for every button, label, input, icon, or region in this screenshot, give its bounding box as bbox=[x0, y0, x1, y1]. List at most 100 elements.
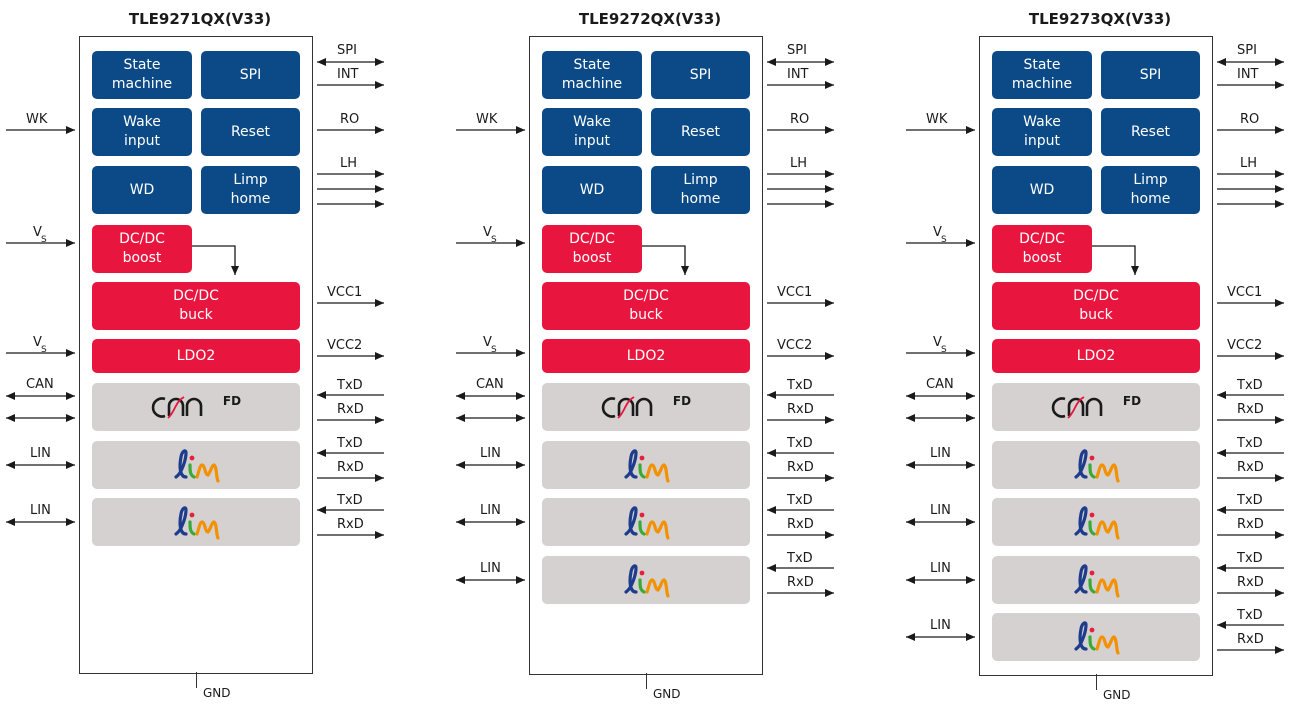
lin-logo-icon bbox=[174, 506, 220, 540]
rxd-label: RxD bbox=[1237, 517, 1264, 532]
rxd-label: RxD bbox=[337, 517, 364, 532]
rxd-label: RxD bbox=[787, 517, 814, 532]
spi-block: SPI bbox=[1101, 51, 1200, 99]
lh-label: LH bbox=[790, 156, 808, 171]
can-fd-block: FD bbox=[92, 383, 300, 431]
rxd-label: RxD bbox=[1237, 632, 1264, 647]
limp-home-block: Limp home bbox=[651, 166, 750, 214]
chip-title: TLE9273QX(V33) bbox=[1028, 10, 1172, 28]
can-fd-block: FD bbox=[992, 383, 1200, 431]
vs-label: V bbox=[483, 335, 492, 350]
lin-block bbox=[992, 556, 1200, 604]
limp-home-block: Limp home bbox=[201, 166, 300, 214]
chip-title: TLE9272QX(V33) bbox=[578, 10, 722, 28]
lin-label: LIN bbox=[480, 503, 501, 518]
rxd-label: RxD bbox=[337, 460, 364, 475]
vs-label: V bbox=[933, 335, 942, 350]
ro-label: RO bbox=[340, 112, 360, 127]
txd-label: TxD bbox=[787, 493, 813, 508]
dcdc-boost-block: DC/DC boost bbox=[542, 225, 642, 273]
spi-label: SPI bbox=[787, 43, 807, 58]
lin-label: LIN bbox=[930, 618, 951, 633]
txd-label: TxD bbox=[337, 436, 363, 451]
rxd-label: RxD bbox=[1237, 402, 1264, 417]
vcc2-label: VCC2 bbox=[327, 338, 363, 353]
state-machine-block: State machine bbox=[992, 51, 1092, 99]
dcdc-boost-block: DC/DC boost bbox=[92, 225, 192, 273]
can-logo-icon bbox=[1051, 396, 1103, 419]
ro-label: RO bbox=[790, 112, 810, 127]
rxd-label: RxD bbox=[787, 402, 814, 417]
vcc2-label: VCC2 bbox=[777, 338, 813, 353]
lin-label: LIN bbox=[930, 561, 951, 576]
lin-label: LIN bbox=[480, 446, 501, 461]
dcdc-buck-block: DC/DC buck bbox=[92, 282, 300, 330]
lin-block bbox=[542, 498, 750, 546]
vs-label: V bbox=[933, 225, 942, 240]
vs-label: V bbox=[33, 225, 42, 240]
signal-arrows bbox=[906, 58, 1284, 654]
txd-label: TxD bbox=[337, 493, 363, 508]
txd-label: TxD bbox=[787, 436, 813, 451]
rxd-label: RxD bbox=[787, 460, 814, 475]
vs-subscript: S bbox=[941, 235, 947, 245]
lin-label: LIN bbox=[30, 503, 51, 518]
rxd-label: RxD bbox=[787, 575, 814, 590]
spi-label: SPI bbox=[337, 43, 357, 58]
lin-block bbox=[992, 498, 1200, 546]
spi-label: SPI bbox=[1237, 43, 1257, 58]
gnd-label: GND bbox=[203, 686, 231, 700]
wd-block: WD bbox=[542, 166, 642, 214]
lin-label: LIN bbox=[480, 561, 501, 576]
can-fd-logo: FD bbox=[151, 392, 241, 422]
txd-label: TxD bbox=[1237, 608, 1263, 623]
lh-label: LH bbox=[340, 156, 358, 171]
ldo2-block: LDO2 bbox=[92, 339, 300, 373]
vs-subscript: S bbox=[41, 345, 47, 355]
signal-arrows bbox=[456, 58, 834, 597]
can-fd-logo: FD bbox=[1051, 392, 1141, 422]
signal-arrows bbox=[6, 58, 384, 539]
lin-logo-icon bbox=[624, 564, 670, 598]
spi-block: SPI bbox=[651, 51, 750, 99]
boost-to-buck-arrow bbox=[1092, 245, 1139, 275]
wake-input-block: Wake input bbox=[92, 108, 192, 156]
wk-label: WK bbox=[476, 112, 498, 127]
vs-subscript: S bbox=[941, 345, 947, 355]
ro-label: RO bbox=[1240, 112, 1260, 127]
rxd-label: RxD bbox=[1237, 460, 1264, 475]
dcdc-buck-block: DC/DC buck bbox=[542, 282, 750, 330]
vs-label: V bbox=[483, 225, 492, 240]
gnd-label: GND bbox=[1103, 688, 1131, 702]
spi-block: SPI bbox=[201, 51, 300, 99]
can-logo-icon bbox=[601, 396, 653, 419]
vcc1-label: VCC1 bbox=[777, 285, 813, 300]
can-label: CAN bbox=[476, 377, 504, 392]
boost-to-buck-arrow bbox=[642, 245, 689, 275]
lin-logo-icon bbox=[624, 449, 670, 483]
txd-label: TxD bbox=[1237, 493, 1263, 508]
wk-label: WK bbox=[26, 112, 48, 127]
txd-label: TxD bbox=[787, 551, 813, 566]
lin-block bbox=[542, 441, 750, 489]
lin-block bbox=[992, 613, 1200, 661]
can-fd-label: FD bbox=[1122, 394, 1142, 408]
gnd-line bbox=[646, 673, 647, 689]
boost-to-buck-arrow bbox=[192, 245, 239, 275]
reset-block: Reset bbox=[651, 108, 750, 156]
txd-label: TxD bbox=[1237, 378, 1263, 393]
can-fd-label: FD bbox=[672, 394, 692, 408]
wd-block: WD bbox=[92, 166, 192, 214]
lin-block bbox=[992, 441, 1200, 489]
vs-label: V bbox=[33, 335, 42, 350]
wd-block: WD bbox=[992, 166, 1092, 214]
lin-block bbox=[542, 556, 750, 604]
int-label: INT bbox=[787, 67, 809, 82]
can-logo-icon bbox=[151, 396, 203, 419]
rxd-label: RxD bbox=[1237, 575, 1264, 590]
lh-label: LH bbox=[1240, 156, 1258, 171]
vs-subscript: S bbox=[41, 235, 47, 245]
lin-label: LIN bbox=[930, 446, 951, 461]
